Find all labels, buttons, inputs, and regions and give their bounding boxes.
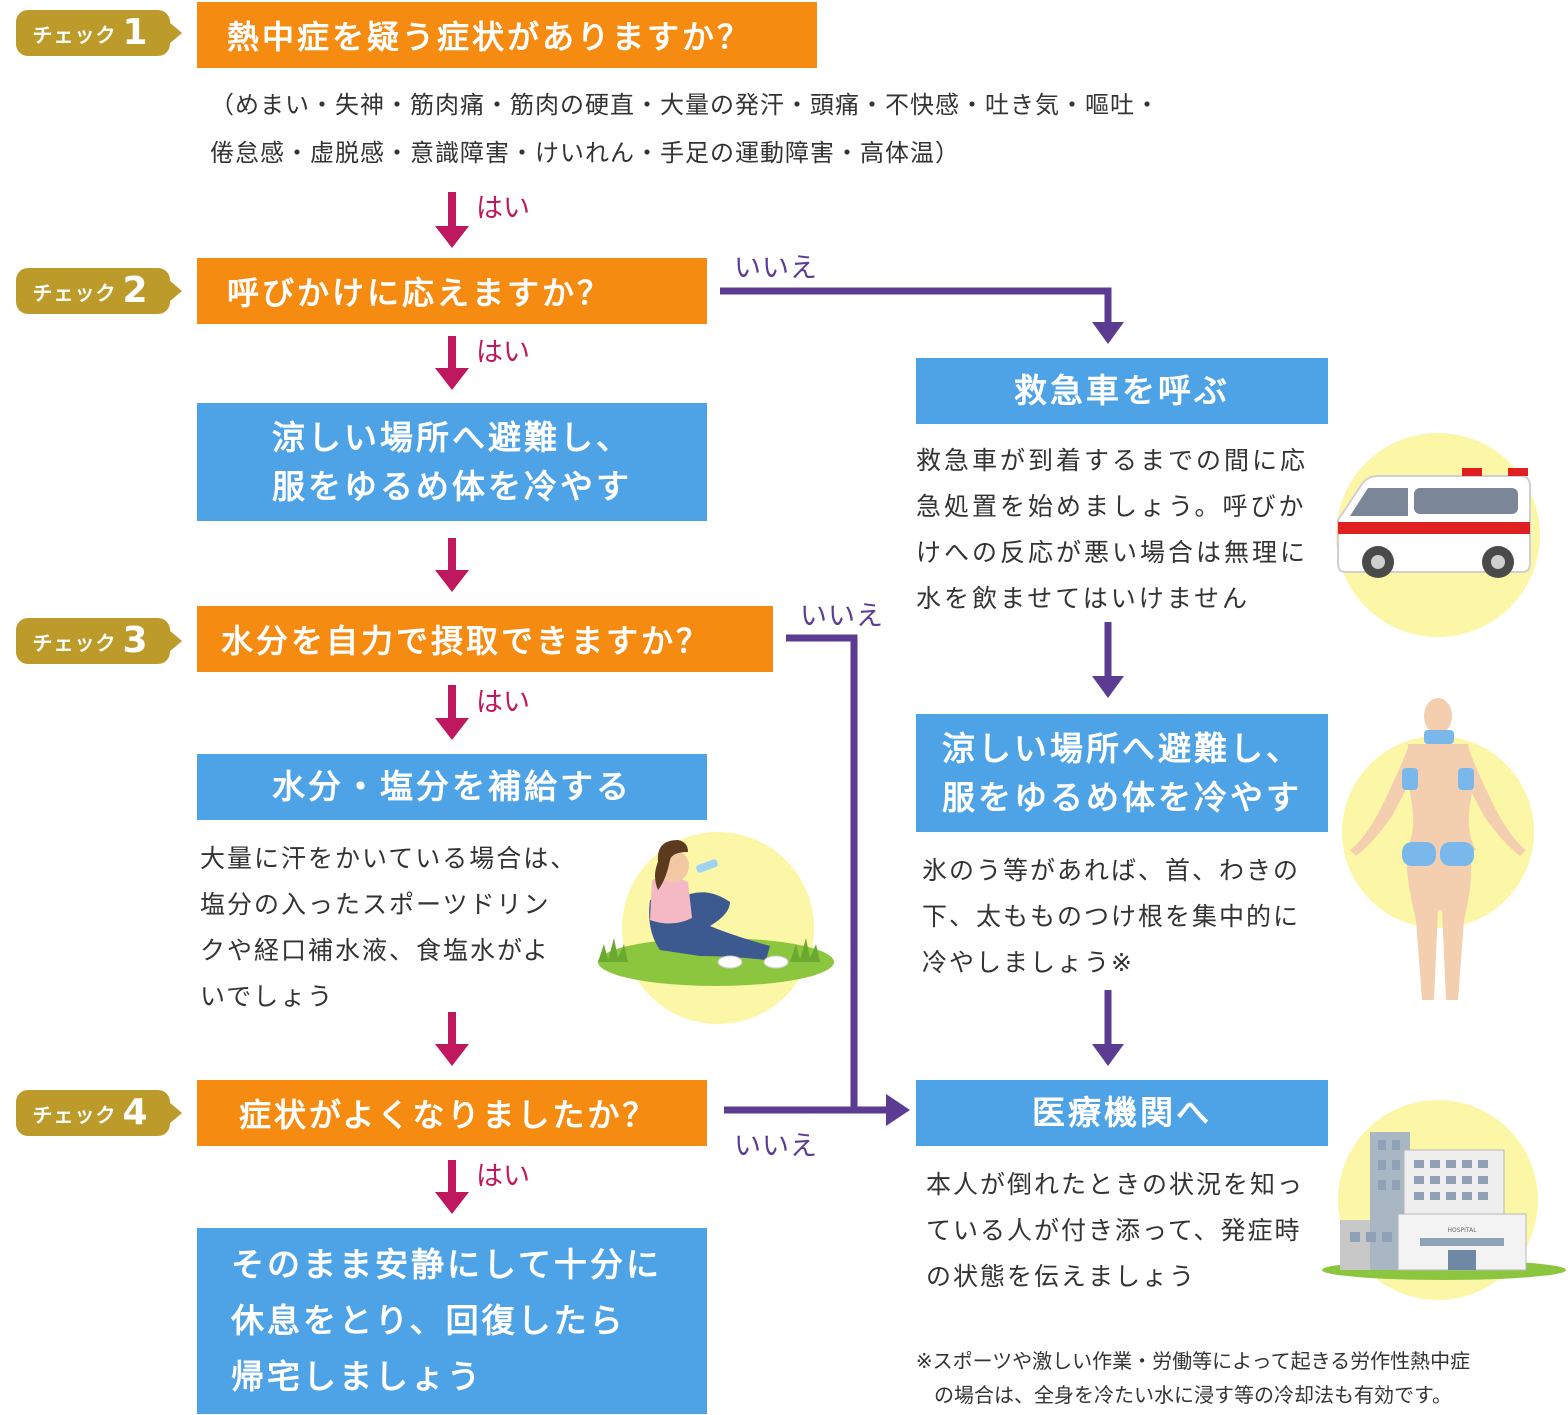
no-arrow-check2: [720, 287, 1124, 344]
yes-label-1: はい: [476, 193, 530, 224]
hospital-box: 医療機関へ: [916, 1080, 1328, 1146]
symptoms-line-1: （めまい・失神・筋肉痛・筋肉の硬直・大量の発汗・頭痛・不快感・吐き気・嘔吐・: [210, 91, 1160, 119]
ambulance-box: 救急車を呼ぶ: [916, 358, 1328, 424]
yes-arrow-2: [435, 336, 469, 390]
no-label-2: いいえ: [734, 253, 818, 284]
yes-label-4: はい: [476, 1161, 530, 1192]
yes-arrow-4: [435, 1160, 469, 1214]
hydrate-box: 水分・塩分を補給する: [197, 754, 707, 820]
body-illustration: [1342, 698, 1534, 1000]
yes-arrow-1: [435, 192, 469, 248]
left-cool-down-box: 涼しい場所へ避難し、服をゆるめ体を冷やす: [197, 403, 707, 521]
question-2: 呼びかけに応えますか？: [197, 258, 707, 324]
hospital-sign: HOSPITAL: [1447, 1227, 1477, 1234]
no-label-3: いいえ: [800, 601, 884, 632]
no-arrow-check3: [786, 634, 858, 1110]
ambulance-note: 救急車が到着するまでの間に応 急処置を始めましょう。呼びか けへの反応が悪い場合…: [916, 446, 1309, 613]
arrow-to-check3: [435, 538, 469, 592]
arrow-to-check4: [435, 1012, 469, 1066]
hospital-note: 本人が倒れたときの状況を知っ ている人が付き添って、発症時 の状態を伝えましょう: [926, 1170, 1305, 1291]
symptoms-line-2: 倦怠感・虚脱感・意識障害・けいれん・手足の運動障害・高体温）: [210, 139, 960, 167]
question-3: 水分を自力で摂取できますか？: [197, 606, 773, 672]
drinking-person-illustration: [598, 832, 834, 1024]
yes-label-2: はい: [476, 337, 530, 368]
no-label-4: いいえ: [734, 1131, 818, 1162]
yes-label-3: はい: [476, 687, 530, 718]
arrow-ambulance-to-cool: [1092, 622, 1124, 698]
cool-note: 氷のう等があれば、首、わきの 下、太もものつけ根を集中的に 冷やしましょう※: [922, 856, 1301, 977]
no-arrow-check4: [724, 1094, 910, 1126]
rest-box: そのまま安静にして十分に休息をとり、回復したら帰宅しましょう: [197, 1228, 707, 1414]
question-1: 熱中症を疑う症状がありますか？: [197, 2, 817, 68]
right-cool-down-box: 涼しい場所へ避難し、服をゆるめ体を冷やす: [916, 714, 1328, 832]
footnote: ※スポーツや激しい作業・労働等によって起きる労作性熱中症 の場合は、全身を冷たい…: [915, 1349, 1471, 1407]
arrow-cool-to-hospital: [1092, 990, 1124, 1066]
hydrate-note: 大量に汗をかいている場合は、 塩分の入ったスポーツドリン クや経口補水液、食塩水…: [200, 844, 578, 1011]
ambulance-illustration: [1336, 433, 1540, 637]
hospital-illustration: HOSPITAL: [1322, 1100, 1566, 1300]
question-4: 症状がよくなりましたか？: [197, 1080, 707, 1146]
yes-arrow-3: [435, 685, 469, 740]
